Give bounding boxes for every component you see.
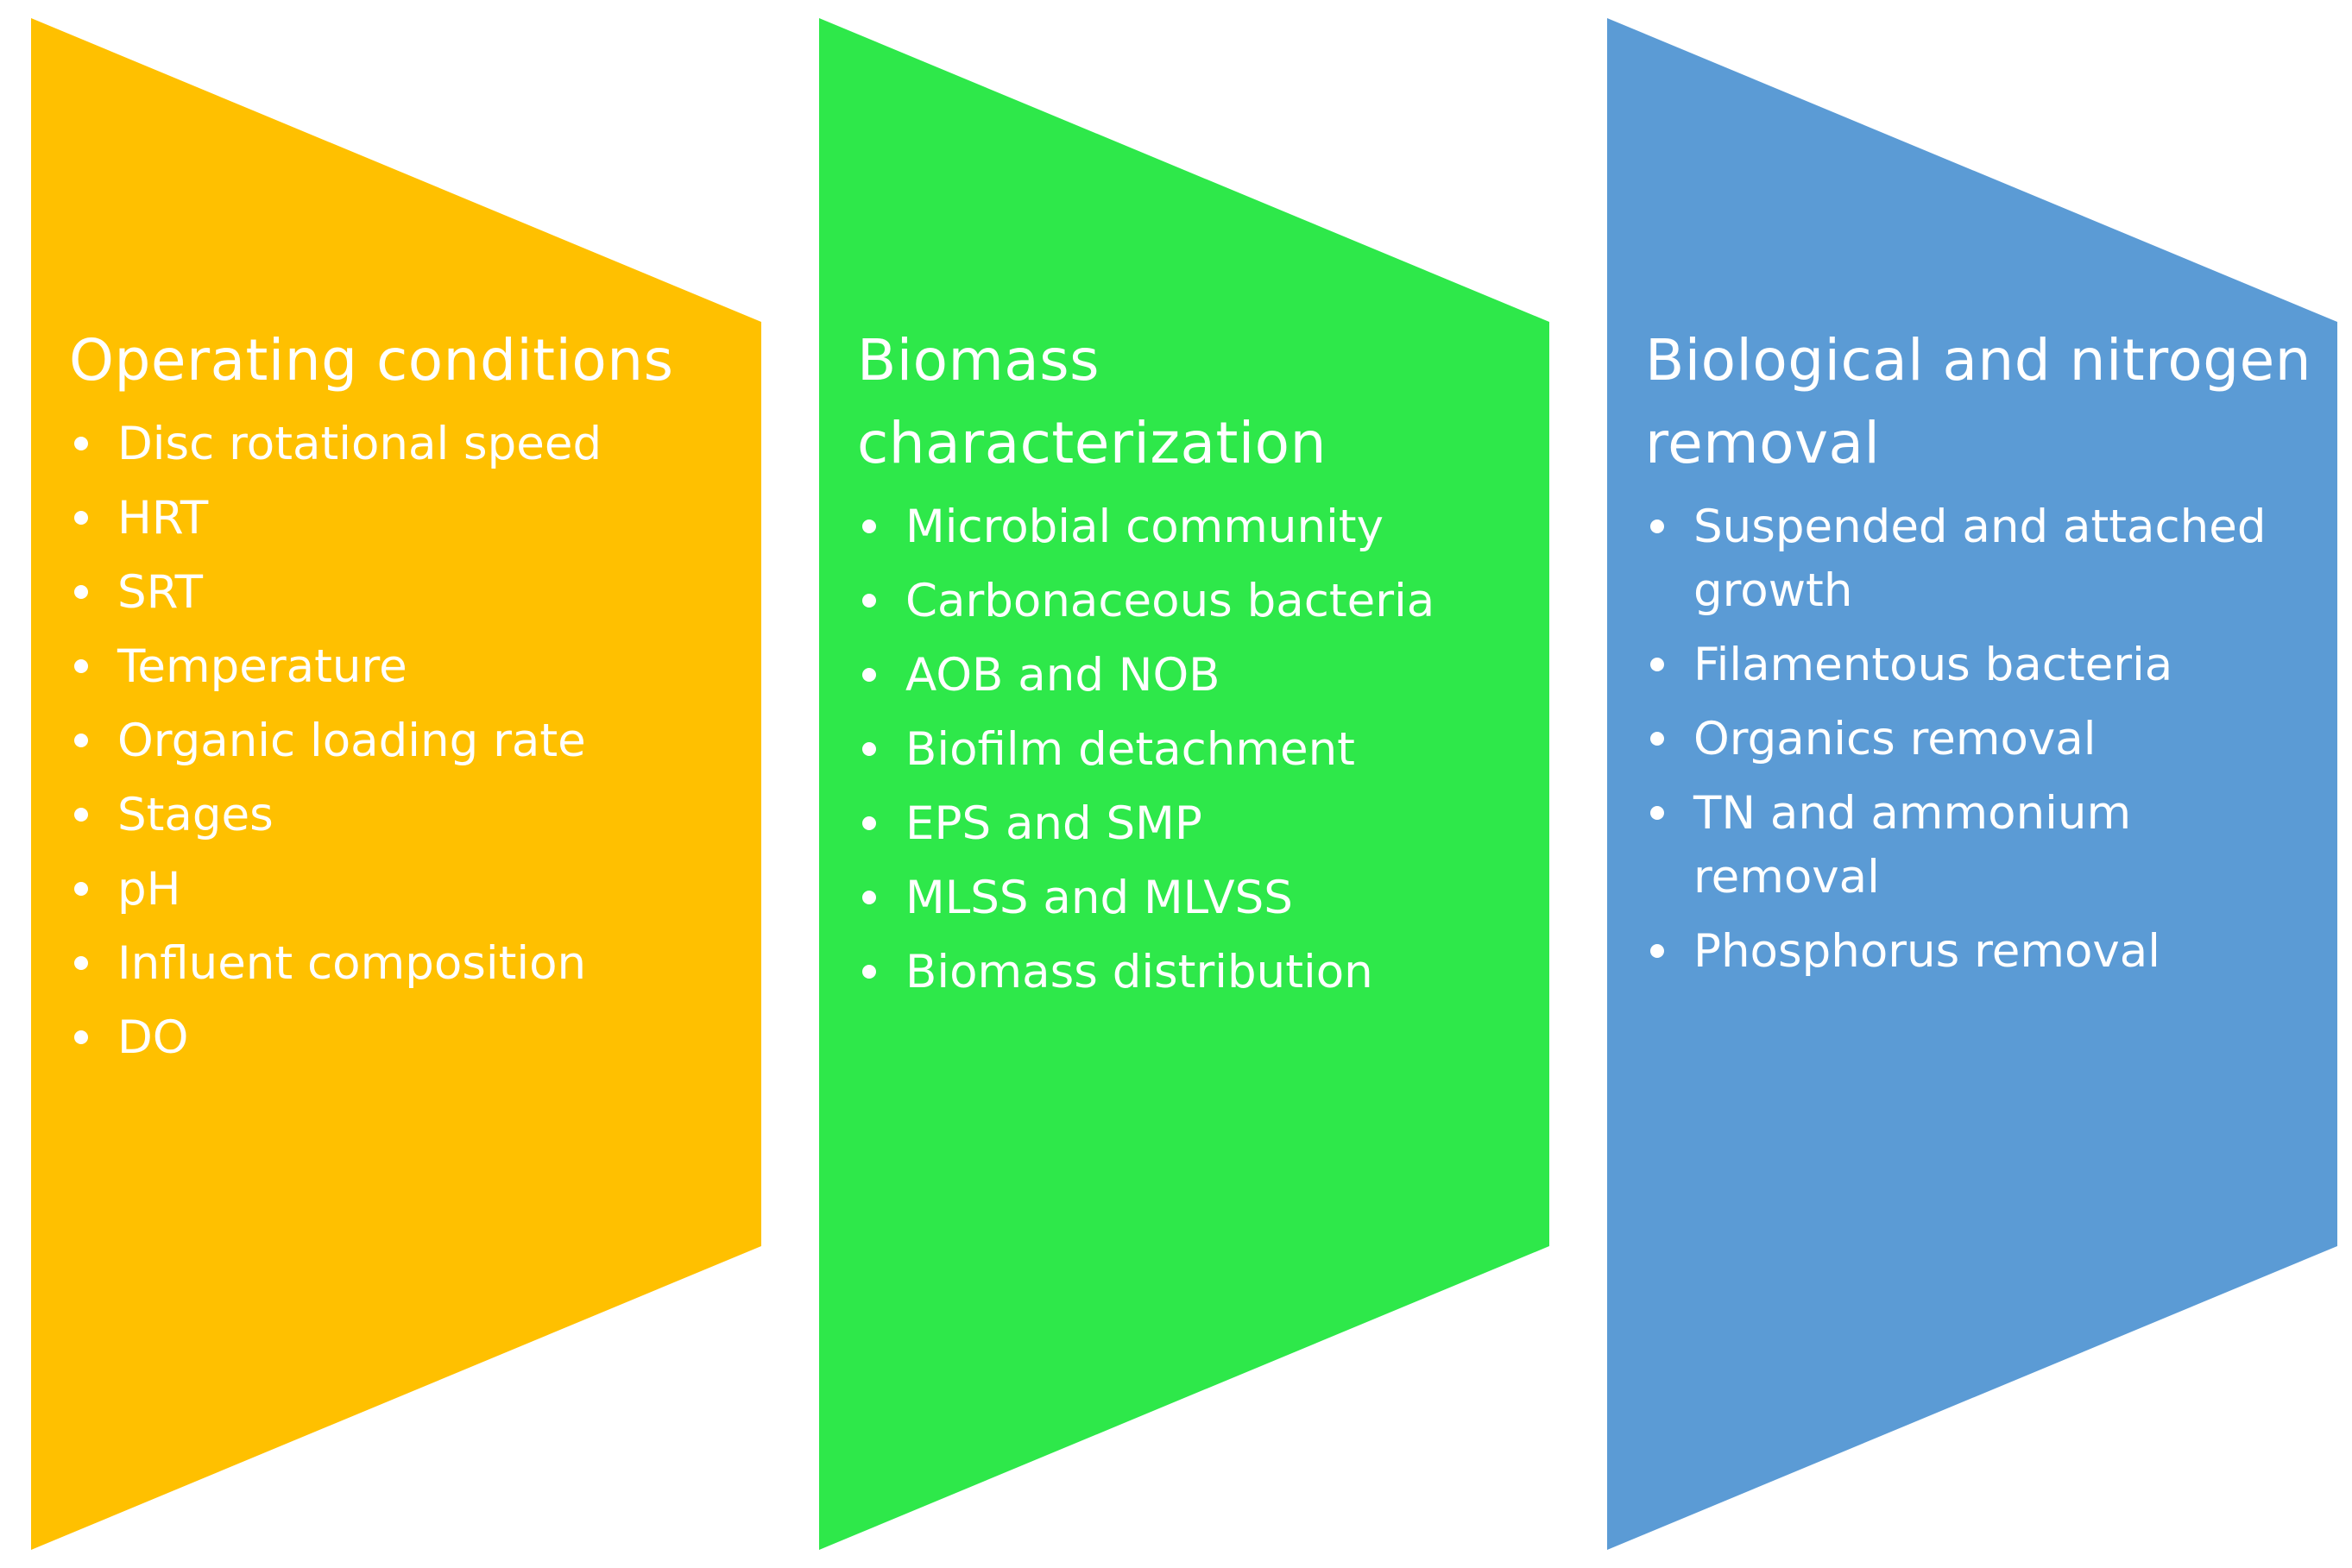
bullet-icon [74, 437, 88, 450]
panel-operating-conditions-shape [31, 18, 761, 1550]
bullet-icon [74, 585, 88, 599]
list-item: AOB and NOB [857, 644, 1530, 708]
list-item-label: Microbial community [905, 501, 1384, 553]
panel-item-list: Disc rotational speed HRT SRT Temperatur… [69, 412, 742, 1070]
bullet-icon [1650, 944, 1664, 958]
list-item-label: AOB and NOB [905, 649, 1220, 702]
list-item: TN and ammonium removal [1645, 782, 2318, 910]
list-item: Suspended and attached growth [1645, 495, 2318, 623]
list-item: Disc rotational speed [69, 412, 742, 476]
list-item-label: EPS and SMP [905, 797, 1202, 850]
list-item: Temperature [69, 635, 742, 699]
bullet-icon [862, 742, 876, 756]
list-item-label: SRT [117, 566, 203, 619]
list-item-label: HRT [117, 492, 209, 545]
bullet-icon [74, 659, 88, 673]
panel-biomass-characterization-shape [819, 18, 1549, 1550]
bullet-icon [1650, 520, 1664, 533]
list-item-label: Influent composition [117, 937, 587, 990]
panel-title: Biological and nitrogen removal [1645, 327, 2312, 476]
list-item: HRT [69, 487, 742, 551]
bullet-icon [1650, 658, 1664, 671]
list-item: Stages [69, 784, 742, 847]
list-item: MLSS and MLVSS [857, 866, 1530, 930]
panel-item-list: Suspended and attached growth Filamentou… [1645, 495, 2318, 984]
list-item: SRT [69, 561, 742, 625]
bullet-icon [74, 882, 88, 896]
list-item: pH [69, 858, 742, 922]
panel-biological-nitrogen-removal-shape [1607, 18, 2337, 1550]
bullet-icon [862, 816, 876, 830]
list-item-label: Filamentous bacteria [1693, 639, 2173, 691]
list-item-label: Biofilm detachment [905, 723, 1355, 776]
list-item: Organic loading rate [69, 709, 742, 773]
bullet-icon [862, 668, 876, 682]
list-item: DO [69, 1006, 742, 1070]
list-item-label: Temperature [117, 640, 407, 693]
bullet-icon [1650, 732, 1664, 746]
list-item-label: DO [117, 1011, 189, 1064]
list-item: Filamentous bacteria [1645, 633, 2318, 697]
bullet-icon [74, 1030, 88, 1044]
panel-operating-conditions: Operating conditions Disc rotational spe… [69, 319, 742, 1080]
panel-biological-nitrogen-removal: Biological and nitrogen removal Suspende… [1645, 319, 2318, 994]
panel-title: Biomass characterization [857, 327, 1327, 476]
list-item-label: Suspended and attached growth [1693, 501, 2267, 617]
bullet-icon [74, 511, 88, 525]
list-item: Carbonaceous bacteria [857, 570, 1530, 633]
panel-biomass-characterization: Biomass characterization Microbial commu… [857, 319, 1530, 1015]
list-item-label: Biomass distribution [905, 946, 1373, 998]
bullet-icon [862, 891, 876, 904]
list-item-label: Organics removal [1693, 713, 2097, 765]
list-item-label: Disc rotational speed [117, 418, 602, 470]
list-item-label: Phosphorus removal [1693, 925, 2160, 978]
list-item: Biofilm detachment [857, 718, 1530, 782]
list-item: Influent composition [69, 932, 742, 996]
list-item-label: Carbonaceous bacteria [905, 575, 1435, 627]
bullet-icon [862, 965, 876, 979]
panel-title: Operating conditions [69, 327, 674, 394]
list-item: Organics removal [1645, 708, 2318, 771]
list-item-label: TN and ammonium removal [1693, 787, 2132, 904]
list-item: EPS and SMP [857, 792, 1530, 856]
list-item-label: Organic loading rate [117, 715, 586, 767]
panel-item-list: Microbial community Carbonaceous bacteri… [857, 495, 1530, 1004]
list-item-label: Stages [117, 789, 274, 841]
list-item-label: MLSS and MLVSS [905, 872, 1293, 924]
list-item-label: pH [117, 863, 181, 916]
bullet-icon [74, 956, 88, 970]
bullet-icon [862, 594, 876, 608]
bullet-icon [862, 520, 876, 533]
list-item: Microbial community [857, 495, 1530, 559]
bullet-icon [74, 808, 88, 822]
list-item: Phosphorus removal [1645, 920, 2318, 984]
list-item: Biomass distribution [857, 941, 1530, 1004]
bullet-icon [1650, 806, 1664, 820]
bullet-icon [74, 734, 88, 747]
